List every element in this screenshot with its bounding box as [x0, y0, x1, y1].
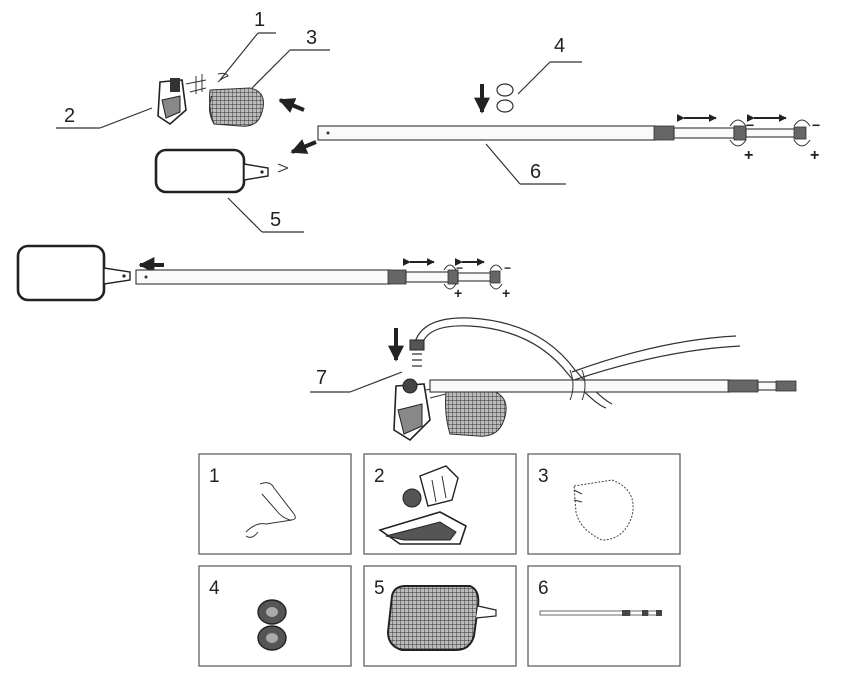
telescopic-pole-icon — [135, 269, 501, 285]
twist-lock-indicator: − + − + — [402, 258, 511, 301]
part-number: 5 — [374, 578, 385, 599]
callout-1-label: 1 — [254, 9, 265, 31]
minus-symbol: − — [504, 261, 511, 275]
parts-grid: 1 2 3 — [198, 453, 681, 667]
net-bag-icon — [208, 87, 264, 127]
part-number: 6 — [538, 578, 549, 599]
callout-3-label: 3 — [306, 27, 317, 49]
part-number: 4 — [209, 578, 220, 599]
callout-6: 6 — [485, 143, 566, 185]
part-number: 2 — [374, 466, 385, 487]
callout-4-label: 4 — [554, 35, 565, 57]
leaf-skimmer-icon — [154, 148, 289, 194]
callout-6-label: 6 — [530, 161, 541, 183]
vacuum-head-icon — [378, 465, 467, 545]
minus-symbol: − — [746, 117, 754, 133]
leaf-skimmer-icon — [16, 244, 131, 302]
telescopic-pole-icon — [429, 369, 797, 401]
vacuum-assembly: 7 — [310, 317, 797, 442]
vacuum-head-icon — [393, 378, 447, 442]
part-number: 3 — [538, 466, 549, 487]
insert-arrow-icon — [290, 139, 317, 154]
net-bag-icon — [573, 479, 634, 541]
callout-5-label: 5 — [270, 209, 281, 231]
top-assembly: 1 3 2 — [56, 9, 820, 233]
plus-symbol: + — [810, 147, 819, 164]
telescopic-pole-icon — [317, 125, 807, 141]
clip-icon — [245, 482, 296, 538]
callout-7-label: 7 — [316, 367, 327, 389]
callout-2-label: 2 — [64, 105, 75, 127]
vacuum-head-icon — [157, 74, 207, 126]
net-bag-icon — [445, 389, 507, 437]
telescopic-pole-icon — [539, 610, 662, 616]
part-box-6: 6 — [527, 565, 681, 667]
callout-5: 5 — [227, 197, 304, 233]
plus-symbol: + — [502, 285, 510, 301]
callout-1: 1 — [219, 9, 276, 81]
clip-icon — [217, 72, 229, 83]
leaf-skimmer-icon — [386, 585, 497, 651]
callout-3: 3 — [251, 27, 330, 89]
plus-symbol: + — [454, 285, 462, 301]
callout-2: 2 — [56, 105, 153, 129]
minus-symbol: − — [812, 117, 820, 133]
rollers-icon — [496, 83, 514, 113]
callout-4: 4 — [517, 35, 582, 95]
minus-symbol: − — [456, 261, 463, 275]
plus-symbol: + — [744, 147, 753, 164]
twist-lock-indicator: − + − + — [676, 114, 820, 164]
rollers-icon — [257, 599, 287, 651]
part-box-1: 1 — [198, 453, 352, 555]
insert-arrow-icon — [278, 98, 305, 113]
part-box-5: 5 — [363, 565, 517, 667]
part-box-2: 2 — [363, 453, 517, 555]
callout-7: 7 — [310, 367, 403, 393]
part-box-3: 3 — [527, 453, 681, 555]
middle-assembly: − + − + — [16, 244, 511, 302]
part-number: 1 — [209, 466, 220, 487]
part-box-4: 4 — [198, 565, 352, 667]
